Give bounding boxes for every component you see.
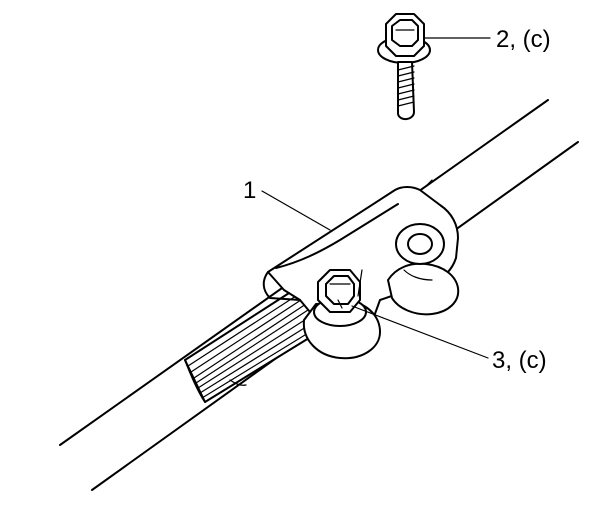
splined-shaft-section (184, 285, 323, 403)
leader-line-1 (261, 190, 331, 231)
bolt-2 (377, 13, 431, 120)
bolt-3 (313, 269, 367, 327)
clamp-yoke (262, 175, 460, 360)
leader-line-3 (351, 305, 489, 359)
callout-label-2: 2, (c) (496, 26, 551, 53)
leader-lines (261, 37, 491, 359)
callout-label-1: 1 (243, 177, 256, 204)
callout-label-3: 3, (c) (492, 347, 547, 374)
